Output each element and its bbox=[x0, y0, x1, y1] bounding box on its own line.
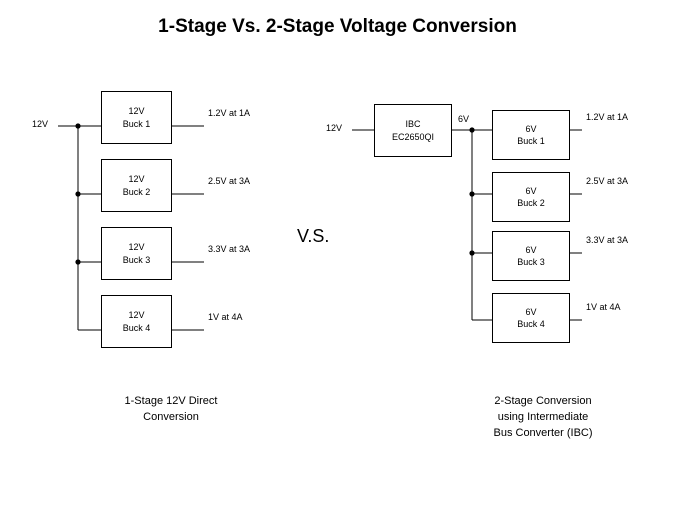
right-buck-3-line2: Buck 3 bbox=[517, 257, 545, 267]
left-buck-2-line2: Buck 2 bbox=[122, 186, 151, 197]
left-buck-4-line1: 12V bbox=[128, 310, 145, 321]
right-output-1: 1.2V at 1A bbox=[586, 112, 629, 122]
left-buck-3-line1: 12V bbox=[128, 242, 145, 253]
versus-label: V.S. bbox=[297, 226, 330, 246]
right-buck-4[interactable]: 6V Buck 4 bbox=[492, 293, 570, 343]
left-buck-2-line1: 12V bbox=[128, 174, 145, 185]
right-buck-1-line2: Buck 1 bbox=[517, 136, 545, 146]
left-buck-3-line2: Buck 3 bbox=[122, 254, 151, 265]
right-buck-1[interactable]: 6V Buck 1 bbox=[492, 110, 570, 160]
ibc-converter-block[interactable]: IBC EC2650QI bbox=[374, 104, 452, 157]
left-output-4: 1V at 4A bbox=[208, 312, 243, 322]
bus-voltage-label: 6V bbox=[458, 114, 470, 124]
right-buck-3[interactable]: 6V Buck 3 bbox=[492, 231, 570, 281]
left-output-2: 2.5V at 3A bbox=[208, 176, 251, 186]
right-buck-4-line2: Buck 4 bbox=[517, 319, 545, 329]
left-input-label: 12V bbox=[32, 119, 49, 129]
right-buck-2[interactable]: 6V Buck 2 bbox=[492, 172, 570, 222]
left-buck-3[interactable]: 12V Buck 3 bbox=[101, 227, 172, 280]
left-buck-4-line2: Buck 4 bbox=[122, 322, 151, 333]
left-buck-2[interactable]: 12V Buck 2 bbox=[101, 159, 172, 212]
left-buck-4[interactable]: 12V Buck 4 bbox=[101, 295, 172, 348]
right-output-4: 1V at 4A bbox=[586, 302, 621, 312]
right-buck-2-line1: 6V bbox=[525, 185, 537, 196]
page-title: 1-Stage Vs. 2-Stage Voltage Conversion bbox=[158, 16, 517, 37]
left-buck-1[interactable]: 12V Buck 1 bbox=[101, 91, 172, 144]
right-caption: 2-Stage Conversion using Intermediate Bu… bbox=[493, 395, 593, 439]
left-caption: 1-Stage 12V Direct Conversion bbox=[124, 395, 218, 423]
right-buck-1-line1: 6V bbox=[525, 123, 537, 134]
ibc-line1: IBC bbox=[405, 119, 421, 130]
right-buck-2-line2: Buck 2 bbox=[517, 198, 545, 208]
right-output-2: 2.5V at 3A bbox=[586, 176, 629, 186]
right-buck-3-line1: 6V bbox=[525, 244, 537, 255]
left-buck-1-line2: Buck 1 bbox=[122, 118, 151, 129]
left-buck-1-line1: 12V bbox=[128, 106, 145, 117]
right-input-label: 12V bbox=[326, 123, 343, 133]
ibc-line2: EC2650QI bbox=[391, 131, 435, 142]
right-buck-4-line1: 6V bbox=[525, 306, 537, 317]
left-output-3: 3.3V at 3A bbox=[208, 244, 251, 254]
right-output-3: 3.3V at 3A bbox=[586, 235, 629, 245]
left-output-1: 1.2V at 1A bbox=[208, 108, 251, 118]
